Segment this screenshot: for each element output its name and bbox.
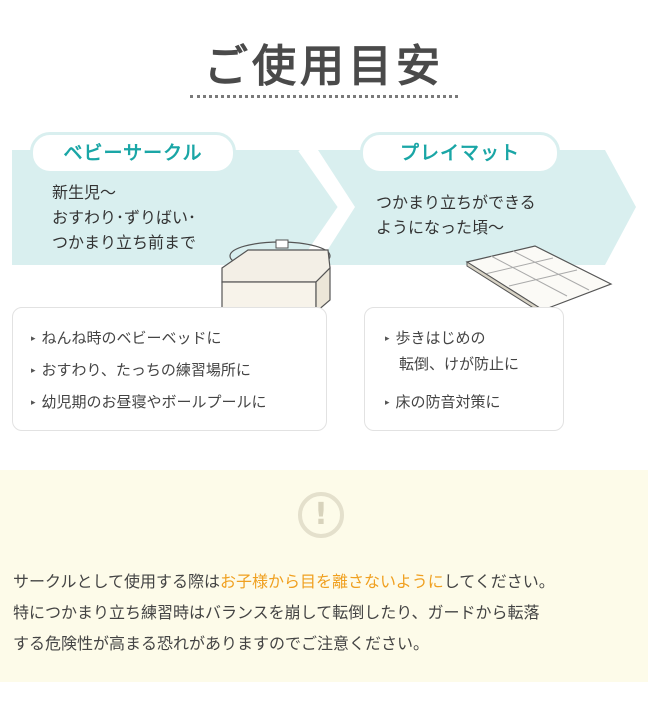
list-item: ▸おすわり、たっちの練習場所に bbox=[31, 361, 251, 379]
caution-line-3: する危険性が高まる恐れがありますのでご注意ください。 bbox=[13, 634, 430, 653]
desc-line: 新生児～ bbox=[52, 183, 117, 202]
play-mat-pill: プレイマット bbox=[360, 132, 560, 174]
baby-circle-illustration bbox=[221, 239, 331, 314]
list-item: ▸床の防音対策に bbox=[385, 393, 501, 411]
exclamation-circle-icon: ! bbox=[298, 492, 344, 538]
banner-arrow-right bbox=[318, 150, 636, 265]
play-mat-description: つかまり立ちができる ようになった頃～ bbox=[376, 190, 536, 240]
play-mat-uses-card: ▸歩きはじめの 転倒、けが防止に ▸床の防音対策に bbox=[364, 307, 564, 431]
page-title: ご使用目安 bbox=[204, 41, 444, 92]
caution-highlight: お子様から目を離さないように bbox=[220, 572, 444, 591]
desc-line: ようになった頃～ bbox=[376, 218, 505, 237]
desc-line: おすわり･ずりばい･ bbox=[52, 208, 197, 227]
baby-circle-uses-card: ▸ねんね時のベビーベッドに ▸おすわり、たっちの練習場所に ▸幼児期のお昼寝やボ… bbox=[12, 307, 327, 431]
play-mat-illustration bbox=[465, 245, 613, 314]
list-item-continued: 転倒、けが防止に bbox=[399, 355, 520, 373]
desc-line: つかまり立ち前まで bbox=[52, 233, 197, 252]
list-item: ▸ねんね時のベビーベッドに bbox=[31, 329, 222, 347]
caution-text: サークルとして使用する際はお子様から目を離さないようにしてください。 特につかま… bbox=[13, 566, 643, 659]
list-item: ▸幼児期のお昼寝やボールプールに bbox=[31, 393, 267, 411]
list-item: ▸歩きはじめの bbox=[385, 329, 486, 347]
caution-line-1: サークルとして使用する際はお子様から目を離さないようにしてください。 bbox=[13, 572, 555, 591]
caution-line-2: 特につかまり立ち練習時はバランスを崩して転倒したり、ガードから転落 bbox=[13, 603, 540, 622]
usage-banner bbox=[12, 148, 636, 267]
desc-line: つかまり立ちができる bbox=[376, 193, 536, 212]
baby-circle-pill: ベビーサークル bbox=[30, 132, 236, 174]
banner-arrow-left bbox=[12, 150, 340, 265]
caution-notice: ! サークルとして使用する際はお子様から目を離さないようにしてください。 特につ… bbox=[0, 470, 648, 682]
baby-circle-description: 新生児～ おすわり･ずりばい･ つかまり立ち前まで bbox=[52, 180, 196, 255]
title-dotted-underline bbox=[190, 95, 458, 98]
